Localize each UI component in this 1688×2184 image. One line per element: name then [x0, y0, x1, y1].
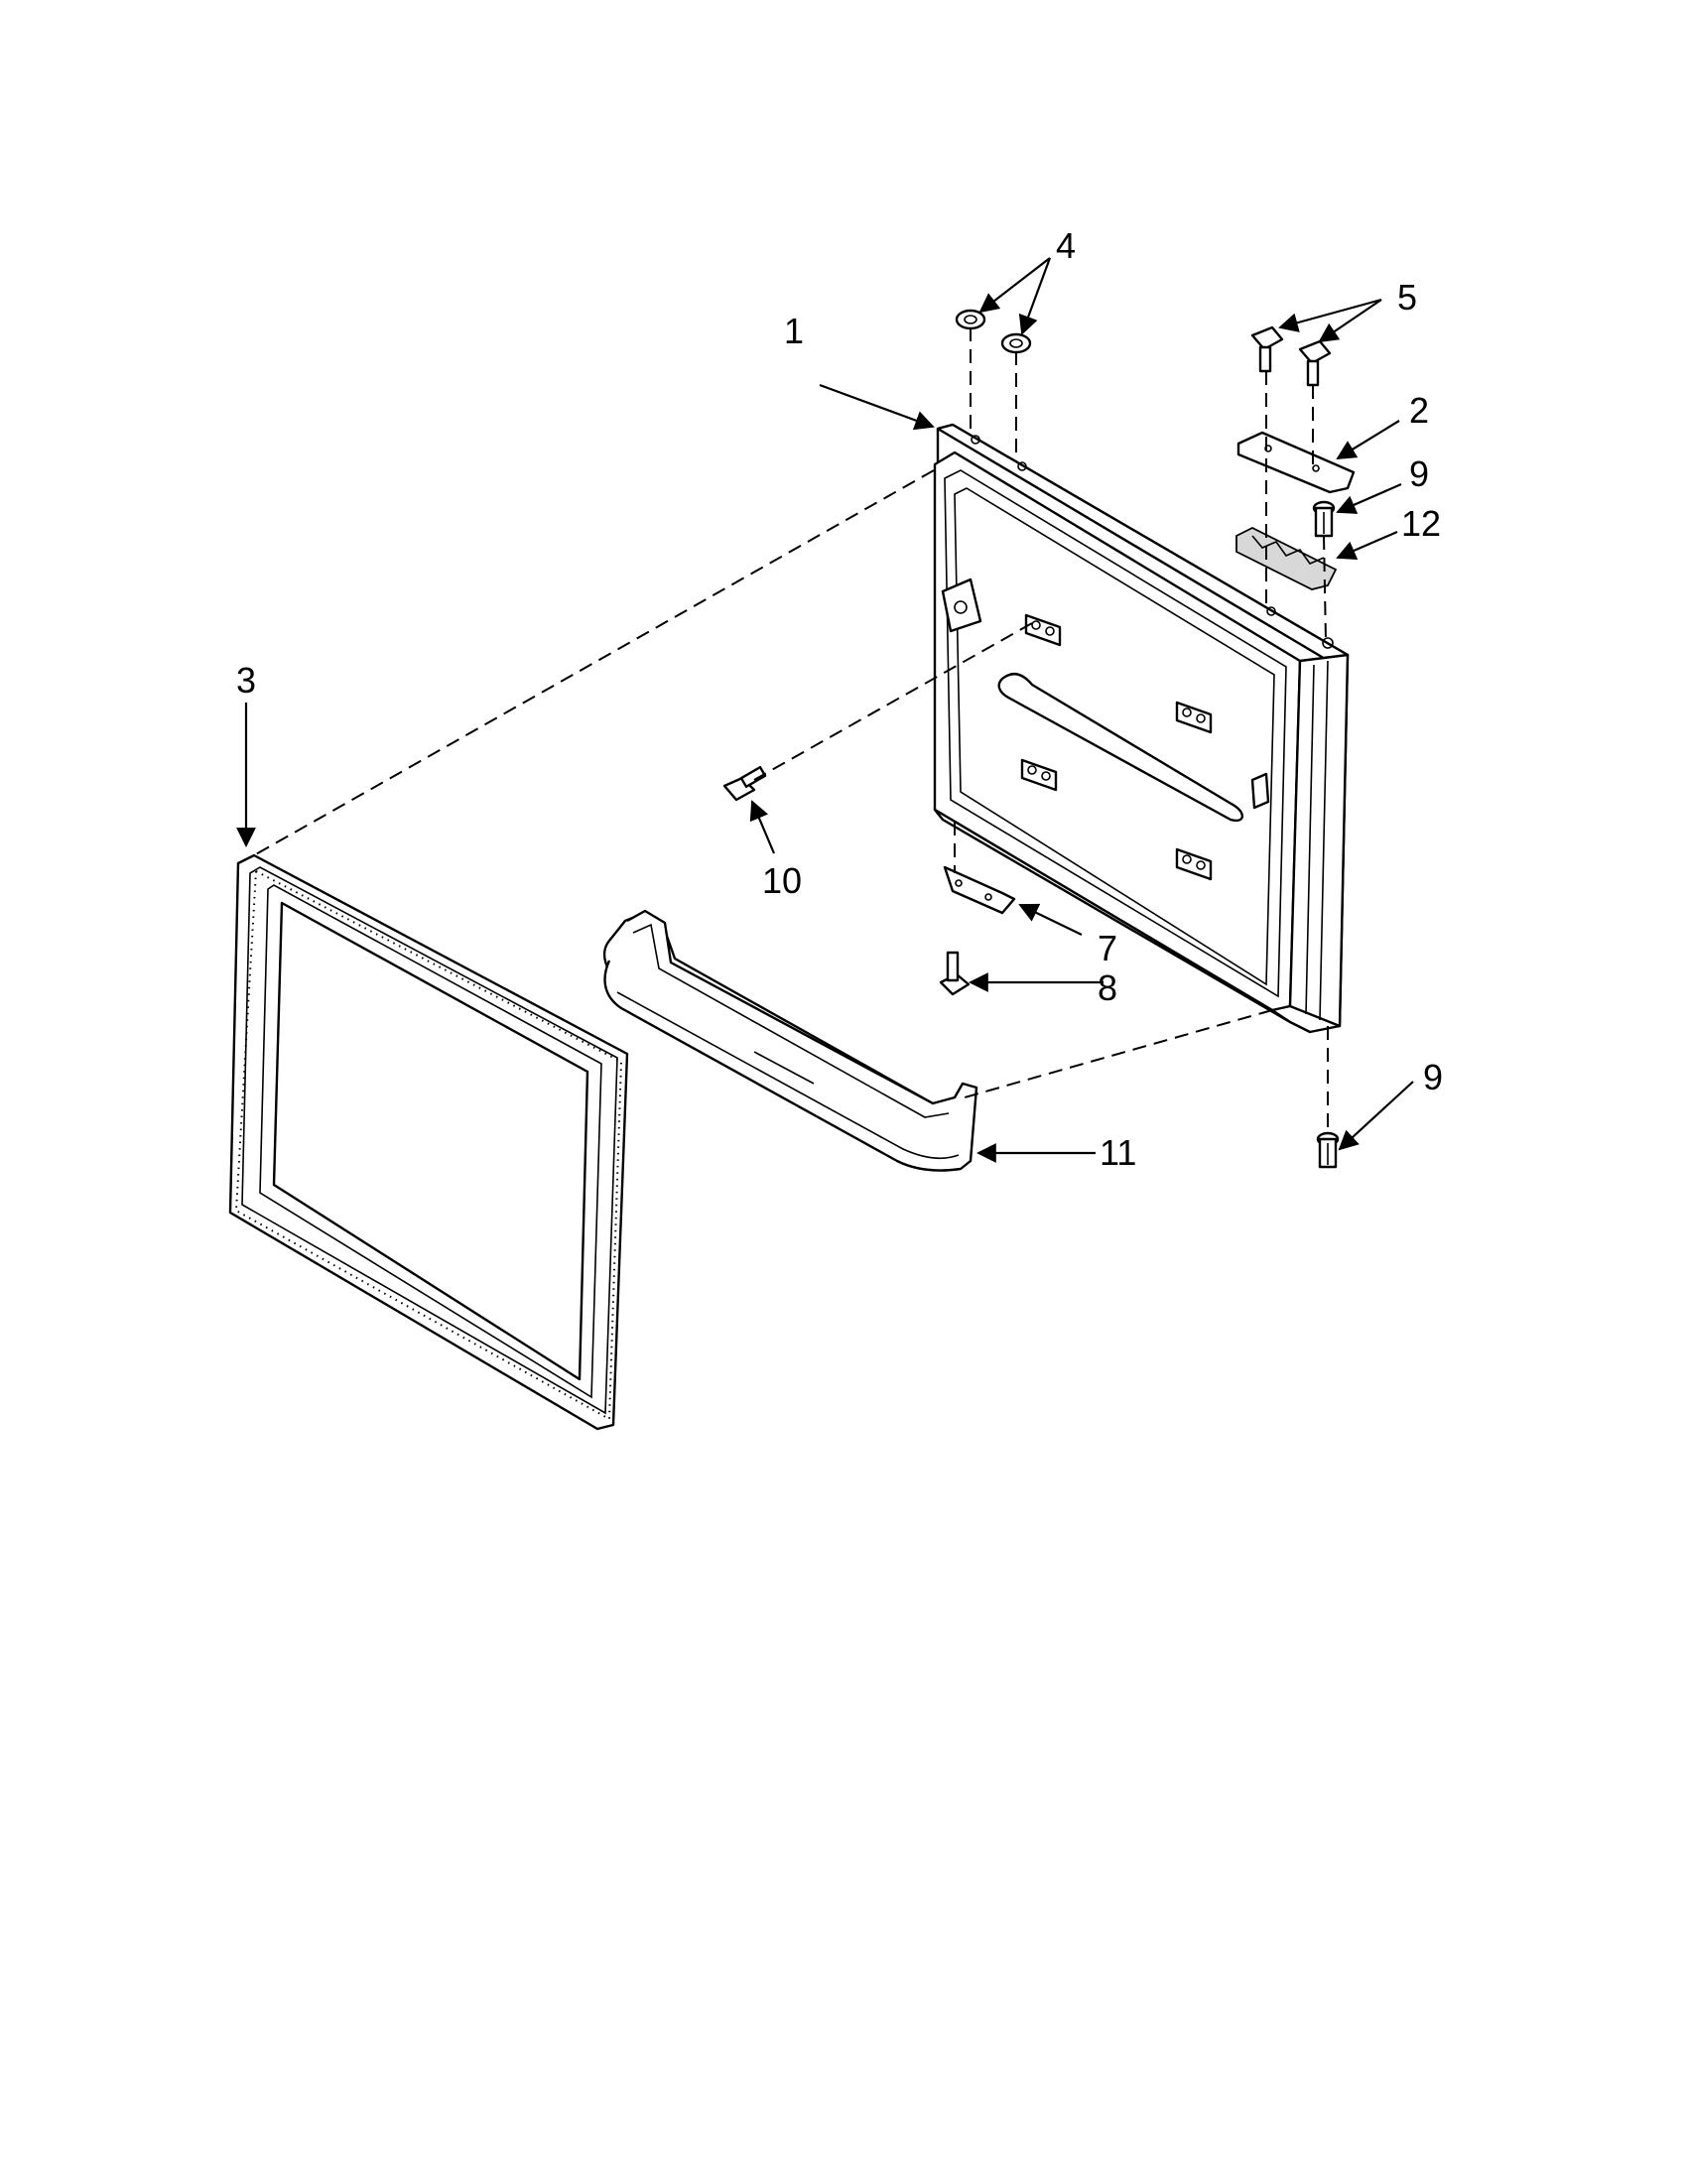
callout-labels: 1 2 3 4 5 9 12 10 7 8 9 11: [236, 225, 1443, 1173]
hinge-shim: [1235, 526, 1338, 590]
clip-plate-c: [1020, 758, 1058, 792]
callout-4: 4: [1056, 225, 1076, 266]
callout-9-bottom: 9: [1423, 1057, 1443, 1097]
bushing-top: [1312, 500, 1336, 538]
callout-9-top: 9: [1409, 453, 1429, 494]
callout-5: 5: [1397, 277, 1417, 318]
hinge-plate: [1236, 431, 1356, 494]
hinge-screw-left: [1250, 325, 1284, 373]
leader-lines: [236, 257, 1414, 1163]
shelf-screw: [722, 765, 767, 802]
callout-2: 2: [1409, 390, 1429, 431]
callout-10: 10: [762, 860, 802, 901]
washer-left: [955, 309, 986, 330]
callout-7: 7: [1098, 928, 1117, 968]
callout-3: 3: [236, 660, 256, 701]
stop-screw: [939, 951, 971, 996]
door-bin: [602, 909, 978, 1172]
door-gasket: [228, 853, 629, 1431]
callout-11: 11: [1100, 1132, 1136, 1173]
clip-plate-d: [1175, 847, 1213, 881]
callout-8: 8: [1098, 967, 1117, 1008]
stop-bracket: [943, 865, 1016, 915]
washer-right: [1000, 332, 1032, 354]
clip-plate-b: [1175, 701, 1213, 734]
bushing-bottom: [1316, 1131, 1340, 1169]
assembly-lines: [253, 327, 1329, 1133]
hinge-screw-right: [1298, 339, 1332, 387]
callout-1: 1: [784, 311, 804, 351]
door-panel: [933, 423, 1350, 1034]
callout-12: 12: [1401, 503, 1441, 544]
